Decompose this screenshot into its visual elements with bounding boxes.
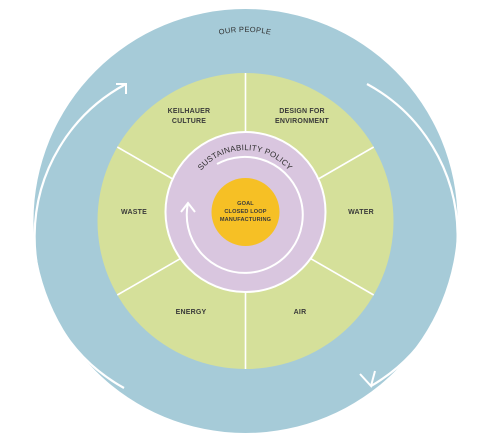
- goal-circle: [211, 178, 280, 246]
- left-cycle-arrowhead-icon: [116, 83, 127, 94]
- goal-label-line2: CLOSED LOOP: [224, 209, 266, 215]
- design-for-environment-label-line2: ENVIRONMENT: [275, 118, 329, 125]
- left-cycle-arrow-line: [33, 83, 127, 389]
- inner-cycle-arrowhead-icon: [180, 201, 196, 213]
- keilhauer-culture-label-line1: KEILHAUER: [168, 108, 211, 115]
- right-cycle-arrowhead-icon: [359, 370, 376, 389]
- waste-label: WASTE: [121, 209, 147, 216]
- keilhauer-culture-label-line2: CULTURE: [172, 118, 206, 125]
- right-cycle-arrow-line: [366, 83, 459, 387]
- inner-cycle-arrow-line: [185, 155, 304, 274]
- our-people-label: OUR PEOPLE: [218, 25, 272, 37]
- air-label: AIR: [294, 309, 307, 316]
- goal-label-line3: MANUFACTURING: [220, 217, 271, 223]
- goal-label-line1: GOAL: [237, 201, 254, 207]
- water-label: WATER: [348, 209, 374, 216]
- energy-label: ENERGY: [176, 309, 207, 316]
- design-for-environment-label-line1: DESIGN FOR: [279, 108, 325, 115]
